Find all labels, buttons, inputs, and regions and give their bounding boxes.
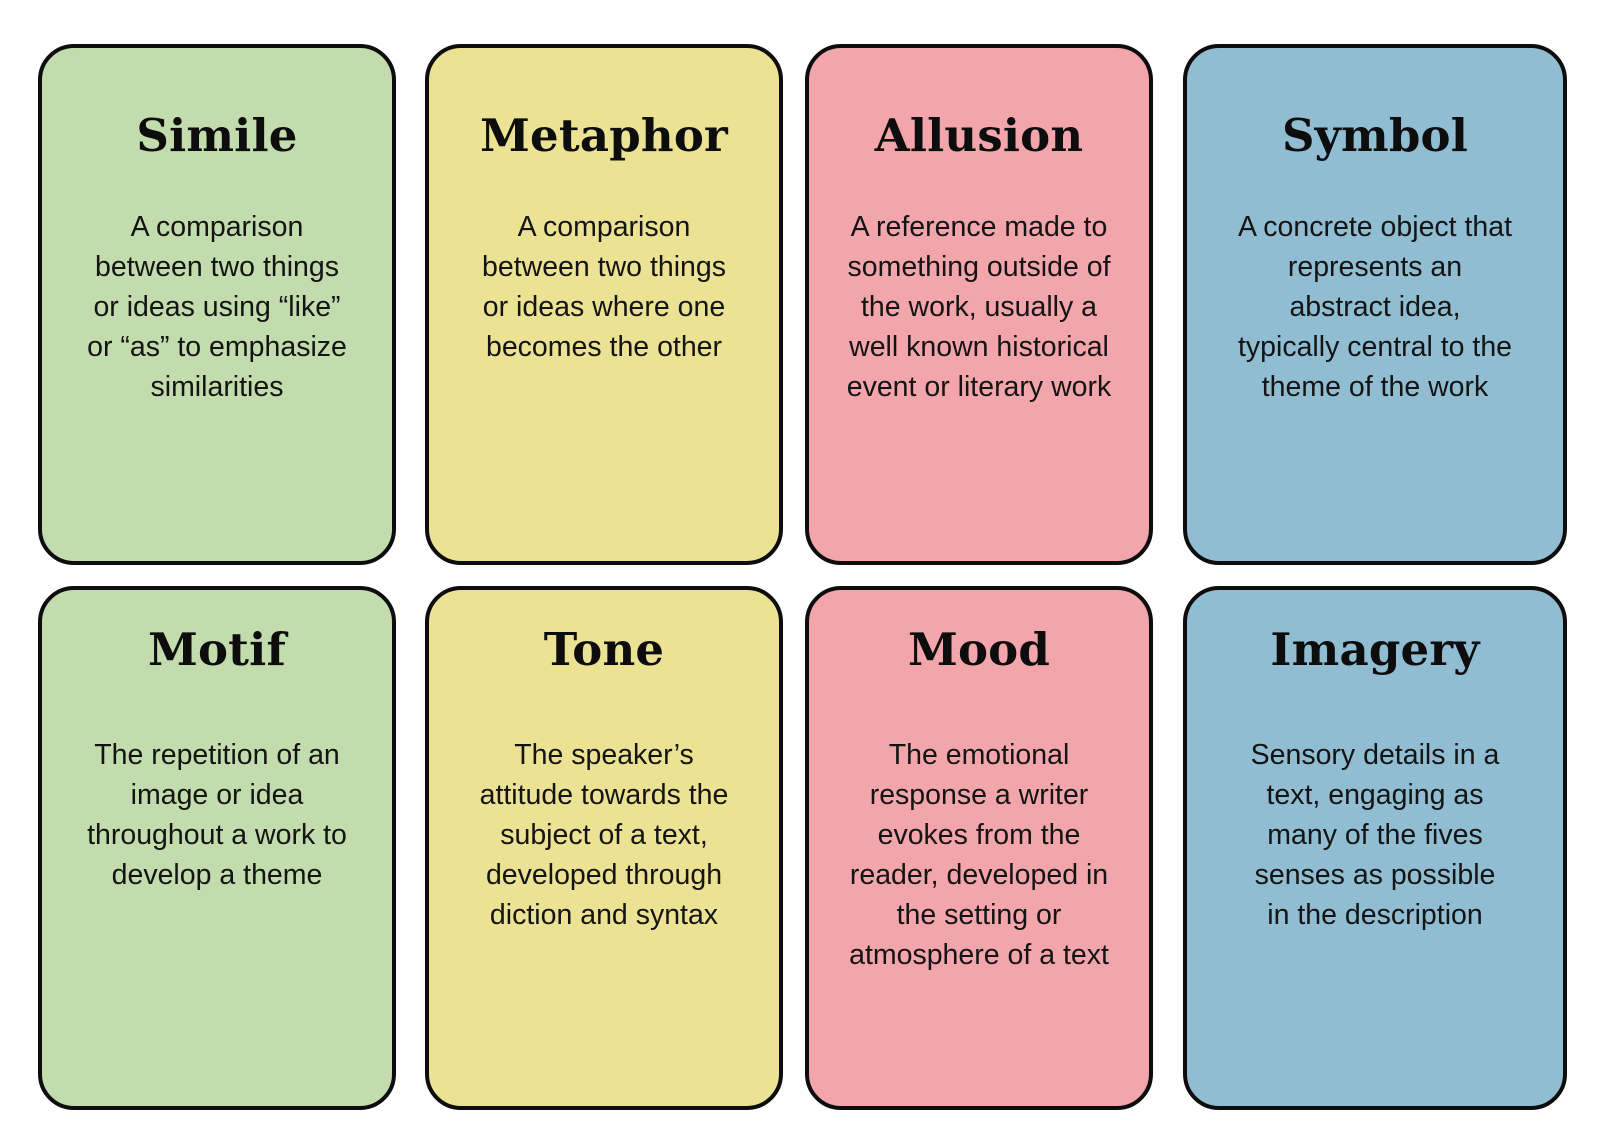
flashcard-title: Motif [147,623,287,676]
flashcard-symbol[interactable]: Symbol A concrete object that represents… [1183,44,1567,565]
flashcard-metaphor[interactable]: Metaphor A comparison between two things… [425,44,783,565]
flashcard-definition: A reference made to something outside of… [846,211,1112,404]
flashcard-definition: The emotional response a writer evokes f… [849,739,1109,972]
flashcard-definition: A comparison between two things or ideas… [87,211,347,404]
flashcard-mood[interactable]: Mood The emotional response a writer evo… [805,586,1153,1110]
flashcard-definition: Sensory details in a text, engaging as m… [1250,739,1500,932]
flashcard-definition: The speaker’s attitude towards the subje… [479,739,729,932]
flashcard-title: Mood [907,623,1051,676]
flashcard-definition: A concrete object that represents an abs… [1237,211,1513,404]
flashcard-title: Simile [136,109,298,162]
flashcard-title: Allusion [874,109,1084,162]
flashcard-imagery[interactable]: Imagery Sensory details in a text, engag… [1183,586,1567,1110]
flashcard-title: Metaphor [480,109,728,162]
flashcard-title: Tone [543,623,665,676]
flashcard-definition: The repetition of an image or idea throu… [87,739,347,892]
flashcard-motif[interactable]: Motif The repetition of an image or idea… [38,586,396,1110]
flashcard-simile[interactable]: Simile A comparison between two things o… [38,44,396,565]
flashcard-title: Symbol [1281,109,1469,162]
flashcard-definition: A comparison between two things or ideas… [482,211,726,364]
flashcard-title: Imagery [1270,623,1480,676]
flashcard-allusion[interactable]: Allusion A reference made to something o… [805,44,1153,565]
flashcard-tone[interactable]: Tone The speaker’s attitude towards the … [425,586,783,1110]
